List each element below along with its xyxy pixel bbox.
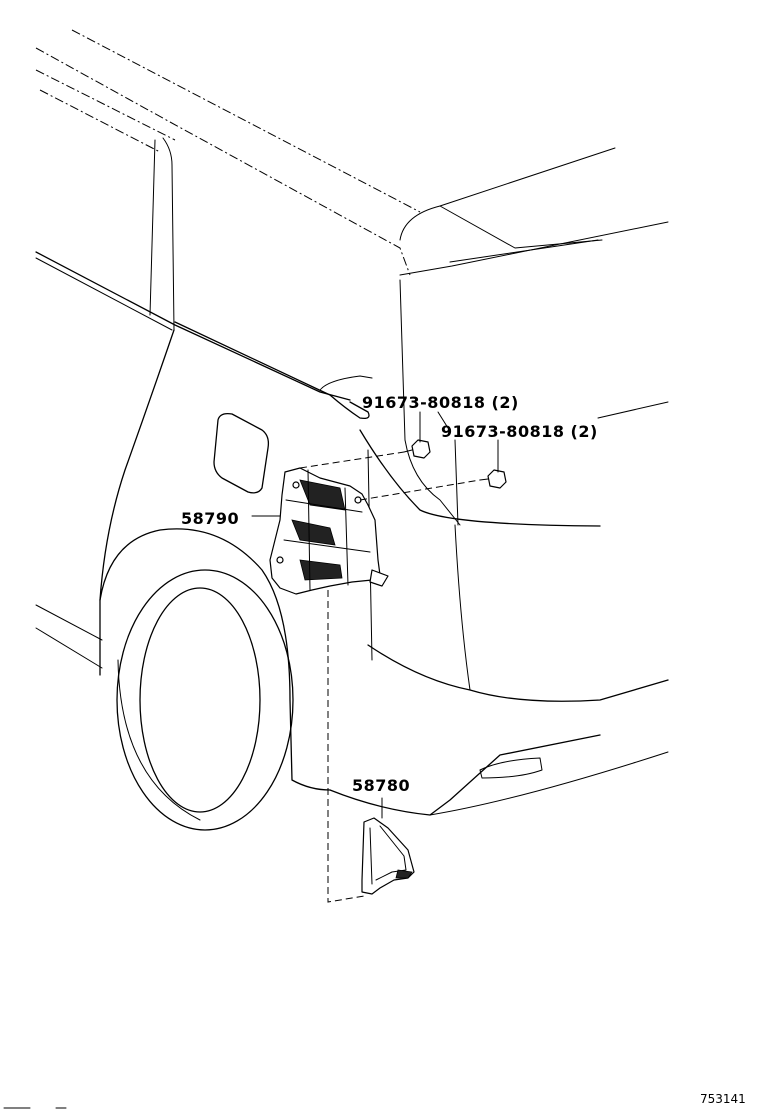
bolt-lower: [479, 461, 507, 489]
leader-lines: [251, 411, 499, 819]
bolt-upper: [403, 429, 431, 459]
bracket-58790-part: [269, 467, 389, 595]
vehicle-body-outline: [35, 29, 669, 831]
bolt-part-number-upper: 91673-80818 (2): [362, 393, 519, 412]
cover-58780-part: [361, 817, 415, 895]
bolt-part-number-lower: 91673-80818 (2): [441, 422, 598, 441]
cover-part-number: 58780: [352, 776, 410, 795]
assembly-lines: [299, 451, 481, 903]
figure-number: 753141: [700, 1092, 746, 1106]
bracket-part-number: 58790: [181, 509, 239, 528]
